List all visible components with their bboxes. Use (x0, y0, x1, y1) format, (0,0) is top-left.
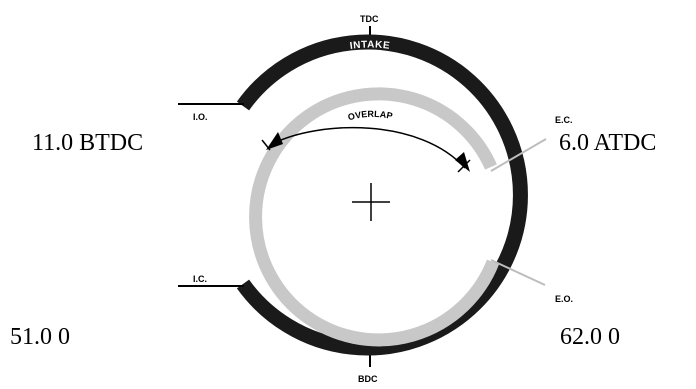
ic-value: 51.0 0 (10, 324, 70, 350)
overlap-arrowhead-left (266, 132, 283, 150)
overlap-arrow (271, 126, 466, 169)
exhaust-arc (249, 87, 500, 347)
tdc-label: TDC (360, 14, 379, 24)
eo-label: E.O. (555, 294, 573, 304)
io-label: I.O. (193, 112, 208, 122)
overlap-end-right (457, 159, 471, 173)
ec-value: 6.0 ATDC (559, 130, 656, 156)
io-value: 11.0 BTDC (32, 130, 143, 156)
eo-leader (490, 259, 546, 286)
ec-label: E.C. (555, 115, 573, 125)
overlap-arrowhead-right (455, 152, 470, 172)
ic-label: I.C. (193, 274, 207, 284)
bdc-label: BDC (358, 374, 378, 384)
exhaust-arc-label: EXHAUST (345, 71, 399, 85)
intake-arc-label: INTAKE (349, 39, 390, 51)
overlap-end-left (261, 139, 271, 151)
intake-arc (236, 34, 528, 356)
ec-leader (490, 138, 547, 172)
eo-value: 62.0 0 (560, 324, 620, 350)
overlap-label: OVERLAP (347, 109, 394, 122)
